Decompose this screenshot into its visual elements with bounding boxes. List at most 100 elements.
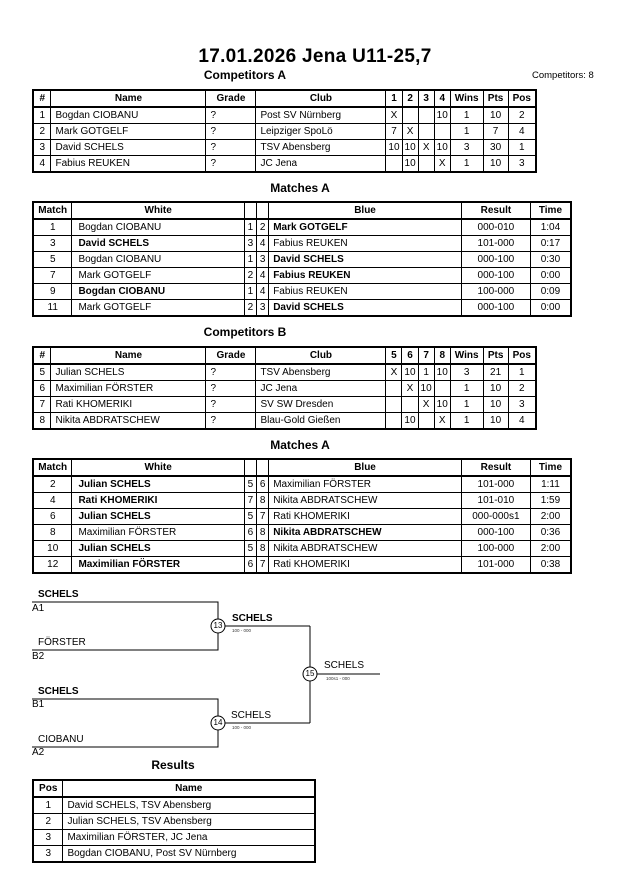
column-header: Pos (507, 346, 537, 365)
column-header: 5 (385, 346, 403, 365)
table-cell: 10 (433, 106, 451, 124)
column-header: Time (529, 458, 572, 477)
table-cell-bn: 4 (256, 267, 270, 284)
table-cell: SV SW Dresden (255, 396, 387, 413)
column-header: Name (50, 346, 207, 365)
results-heading: Results (151, 758, 195, 772)
page-title: 17.01.2026 Jena U11-25,7 (198, 46, 432, 67)
match-15-circle (302, 666, 318, 682)
bracket-sf2-bottom-name: CIOBANU (38, 734, 84, 745)
matches-b-heading: Matches A (270, 438, 330, 452)
table-cell-blue: David SCHELS (268, 299, 462, 317)
table-cell: X (433, 412, 451, 430)
table-cell-result: 100-000 (460, 540, 531, 557)
column-header (256, 458, 270, 477)
table-cell: 10 (433, 139, 451, 156)
bracket-match-14-label: 14 (213, 718, 223, 727)
table-cell: 10 (482, 155, 509, 173)
column-header: White (71, 201, 245, 220)
table-cell: 4 (32, 155, 52, 173)
table-cell: 10 (482, 412, 509, 430)
bracket-sf1-top-name: SCHELS (38, 589, 79, 600)
table-cell-blue: Rati KHOMERIKI (268, 556, 462, 574)
table-cell: 10 (433, 396, 451, 413)
bracket-sf1-top-seed: A1 (32, 603, 45, 614)
table-cell: 1 (449, 155, 484, 173)
table-cell: ? (205, 139, 257, 156)
table-cell-time: 0:38 (529, 556, 572, 574)
table-cell: 1 (449, 396, 484, 413)
table-cell: 3 (507, 155, 537, 173)
bracket-sf2-score: 100 - 000 (232, 725, 252, 730)
bracket-sf1-bottom-seed: B2 (32, 651, 45, 662)
table-cell-result: 101-000 (460, 556, 531, 574)
bracket-sf2-bottom-seed: A2 (32, 747, 45, 758)
table-cell: Maximilian FÖRSTER, JC Jena (62, 829, 316, 846)
column-header: Result (460, 458, 531, 477)
table-cell: 4 (507, 123, 537, 140)
column-header: 8 (433, 346, 451, 365)
table-cell: David SCHELS (50, 139, 207, 156)
table-cell: Julian SCHELS, TSV Abensberg (62, 813, 316, 830)
column-header: 4 (433, 89, 451, 108)
table-cell: 10 (482, 396, 509, 413)
table-cell-result: 000-100 (460, 299, 531, 317)
table-cell: 3 (32, 845, 64, 863)
table-cell-bn: 7 (256, 556, 270, 574)
table-cell: Blau-Gold Gießen (255, 412, 387, 430)
table-cell: Fabius REUKEN (50, 155, 207, 173)
table-cell: 30 (482, 139, 509, 156)
bracket-sf2-top-seed: B1 (32, 699, 45, 710)
table-cell: Nikita ABDRATSCHEW (50, 412, 207, 430)
column-header (256, 201, 270, 220)
bracket-sf2-winner: SCHELS (231, 710, 272, 721)
table-cell: 3 (32, 139, 52, 156)
table-cell: Rati KHOMERIKI (50, 396, 207, 413)
column-header: Name (62, 779, 316, 798)
column-header: 7 (417, 346, 435, 365)
column-header: Grade (205, 346, 257, 365)
table-cell-time: 0:36 (529, 524, 572, 541)
table-cell: 10 (401, 412, 419, 430)
table-cell: 10 (401, 139, 419, 156)
column-header: Blue (268, 458, 462, 477)
table-cell: Bogdan CIOBANU, Post SV Nürnberg (62, 845, 316, 863)
bracket-sf1-bottom-name: FÖRSTER (38, 637, 86, 648)
competitors-count: Competitors: 8 (532, 70, 594, 81)
table-cell: X (433, 155, 451, 173)
column-header: Pts (482, 89, 509, 108)
table-cell-bn: 4 (256, 283, 270, 300)
table-cell: 3 (32, 829, 64, 846)
table-cell-match: 9 (32, 283, 73, 300)
column-header: Pts (482, 346, 509, 365)
bracket-final-score: 100s1 - 000 (326, 676, 350, 681)
table-cell-white: Julian SCHELS (71, 540, 245, 557)
table-cell: ? (205, 396, 257, 413)
table-cell-time: 0:00 (529, 299, 572, 317)
column-header: Time (529, 201, 572, 220)
table-cell-result: 100-000 (460, 283, 531, 300)
column-header: Pos (32, 779, 64, 798)
bracket-match-15-label: 15 (305, 669, 315, 678)
column-header: Club (255, 346, 387, 365)
